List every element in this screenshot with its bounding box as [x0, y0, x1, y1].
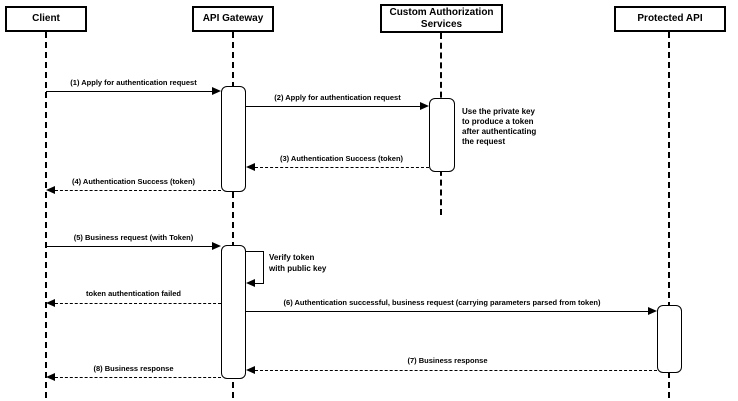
activation-api-gateway-auth	[221, 86, 246, 192]
message-1-label: (1) Apply for authentication request	[70, 78, 197, 87]
participant-custom-authorization-services: Custom Authorization Services	[380, 4, 503, 33]
self-message-label: Verify token with public key	[269, 253, 327, 273]
participant-protected-api: Protected API	[614, 6, 726, 32]
message-2-label: (2) Apply for authentication request	[274, 93, 401, 102]
participant-api-gateway: API Gateway	[192, 6, 274, 32]
message-7-line	[255, 370, 657, 371]
message-token-failed-line	[55, 303, 221, 304]
message-2-line	[246, 106, 421, 107]
message-token-failed-label: token authentication failed	[85, 289, 181, 298]
lifeline-api-gateway	[232, 32, 234, 398]
activation-custom-authorization-services	[429, 98, 455, 172]
message-3-line	[255, 167, 429, 168]
activation-protected-api	[657, 305, 682, 373]
participant-client: Client	[5, 6, 87, 32]
arrowhead-left-icon	[246, 366, 255, 374]
self-message-down-line	[263, 251, 264, 283]
participant-protected-api-label: Protected API	[637, 13, 703, 24]
lifeline-client	[45, 32, 47, 398]
message-6-line	[246, 311, 649, 312]
activation-api-gateway-business	[221, 245, 246, 379]
arrowhead-left-icon	[46, 373, 55, 381]
arrowhead-right-icon	[420, 102, 429, 110]
message-8-line	[55, 377, 221, 378]
message-4-line	[55, 190, 221, 191]
message-5-label: (5) Business request (with Token)	[73, 233, 194, 242]
message-5-line	[46, 246, 213, 247]
message-7-label: (7) Business response	[407, 356, 488, 365]
arrowhead-right-icon	[212, 87, 221, 95]
participant-client-label: Client	[32, 13, 60, 24]
arrowhead-left-icon	[46, 186, 55, 194]
arrowhead-left-icon	[46, 299, 55, 307]
participant-api-gateway-label: API Gateway	[202, 13, 264, 24]
arrowhead-left-icon	[246, 163, 255, 171]
message-8-label: (8) Business response	[93, 364, 174, 373]
participant-custom-authorization-services-label: Custom Authorization Services	[389, 6, 494, 30]
note-private-key: Use the private key to produce a token a…	[462, 107, 537, 146]
message-1-line	[46, 91, 213, 92]
self-message-out-line	[246, 251, 264, 252]
arrowhead-right-icon	[648, 307, 657, 315]
arrowhead-right-icon	[212, 242, 221, 250]
message-6-label: (6) Authentication successful, business …	[283, 298, 601, 307]
message-3-label: (3) Authentication Success (token)	[279, 154, 404, 163]
arrowhead-left-icon	[246, 279, 255, 287]
self-message-return-line	[255, 283, 264, 284]
message-4-label: (4) Authentication Success (token)	[71, 177, 196, 186]
lifeline-protected-api	[668, 32, 670, 398]
